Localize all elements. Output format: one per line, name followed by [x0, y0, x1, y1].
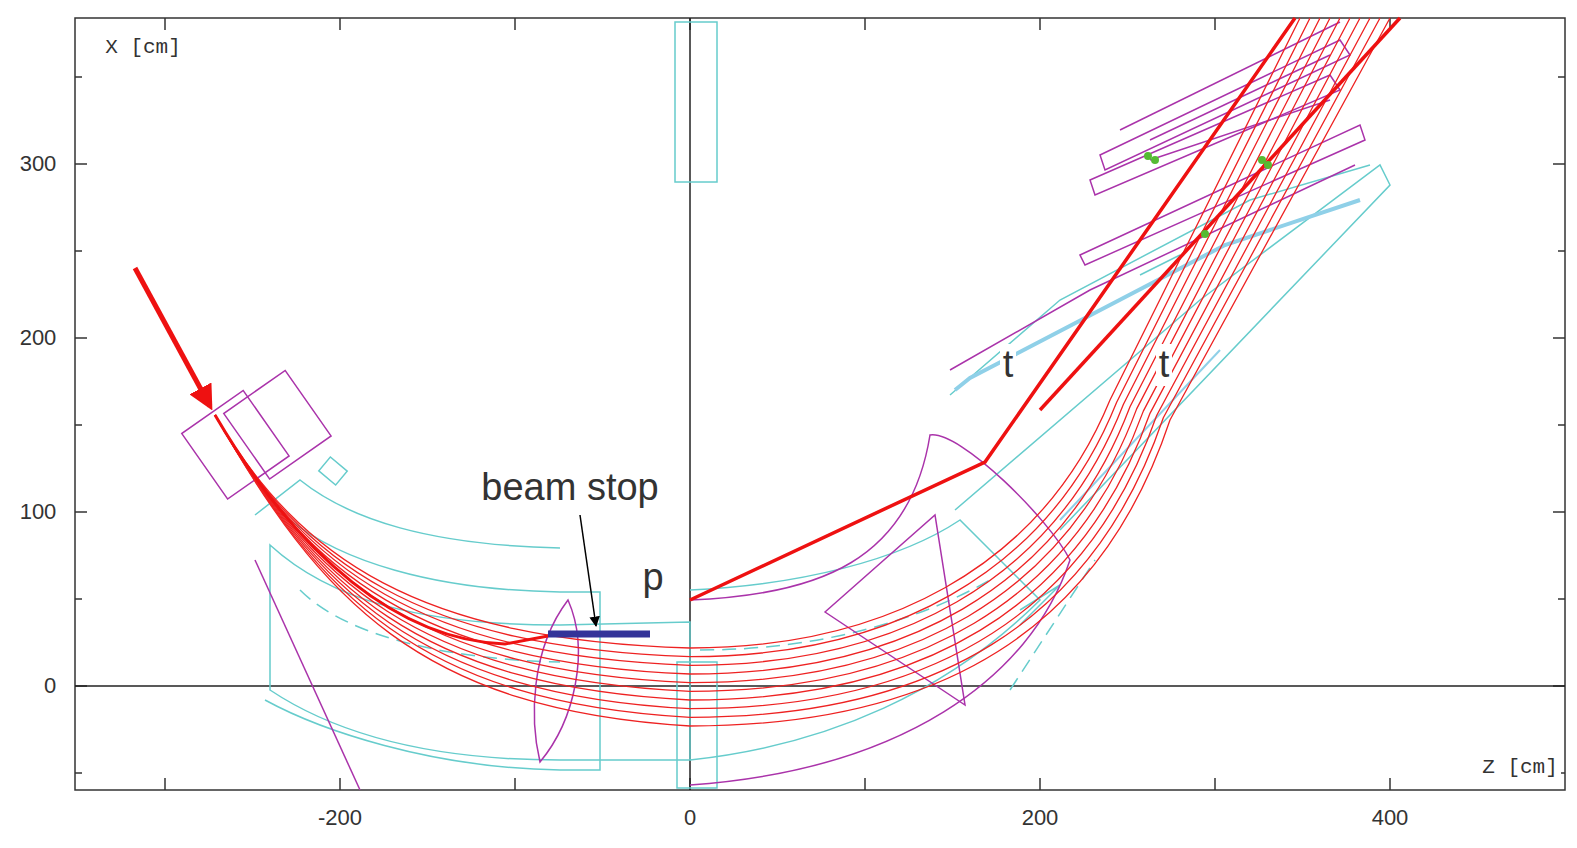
tick-label: 400 — [1372, 806, 1409, 830]
tick — [1214, 778, 1216, 790]
tick-label: 300 — [20, 152, 57, 176]
tick-label: 0 — [684, 806, 696, 830]
callout-label: beam stop — [481, 467, 658, 509]
tick-label: -200 — [318, 806, 362, 830]
tick — [75, 598, 82, 600]
z-axis-line — [75, 685, 1565, 687]
particle-label: t — [1000, 344, 1017, 386]
tick-label: 200 — [1022, 806, 1059, 830]
tick — [1558, 250, 1565, 252]
detector-plane — [955, 200, 1360, 390]
trajectory — [215, 18, 1330, 674]
tick — [1214, 18, 1216, 30]
hit-marker — [1144, 152, 1272, 238]
beam-stop-bar — [548, 631, 650, 638]
trajectory — [215, 18, 1320, 665]
beam-arrow — [135, 268, 210, 406]
tick — [75, 250, 82, 252]
tick — [1389, 778, 1391, 790]
tick — [514, 18, 516, 30]
element-outline — [182, 22, 1365, 790]
tick — [75, 337, 87, 339]
tick-label: 100 — [20, 500, 57, 524]
leader-arrow — [580, 515, 596, 626]
tick — [339, 778, 341, 790]
axis-title: X [cm] — [105, 36, 181, 59]
tick-label: 0 — [44, 674, 56, 698]
axis-title: Z [cm] — [1479, 756, 1561, 779]
trajectory — [215, 18, 1380, 717]
tick — [1553, 163, 1565, 165]
tick — [1553, 511, 1565, 513]
axis-ticks — [75, 18, 1565, 790]
tick — [75, 511, 87, 513]
tick — [1558, 424, 1565, 426]
plot-frame — [75, 18, 1565, 790]
tick-label: 200 — [20, 326, 57, 350]
trajectory — [215, 18, 1310, 657]
tick — [75, 772, 82, 774]
trajectory — [215, 18, 1300, 648]
tick — [514, 778, 516, 790]
tick — [339, 18, 341, 30]
trajectory — [215, 18, 1390, 726]
tick — [164, 778, 166, 790]
particle-label: t — [1156, 344, 1173, 386]
trajectory — [215, 18, 1370, 709]
trajectory — [215, 18, 1340, 683]
tick — [1558, 598, 1565, 600]
particle-label: p — [642, 557, 663, 599]
tick — [864, 18, 866, 30]
tick — [1558, 76, 1565, 78]
detector-plane — [1060, 350, 1220, 520]
trajectory — [215, 18, 1360, 700]
magnet-outline — [255, 22, 1390, 788]
stopped-track — [215, 415, 548, 644]
particle-track — [690, 18, 1295, 600]
tick — [864, 778, 866, 790]
tick — [1039, 778, 1041, 790]
trajectory — [215, 18, 1350, 691]
tick — [75, 163, 87, 165]
tick — [75, 424, 82, 426]
trajectory-fan — [215, 18, 1390, 726]
tick — [1553, 337, 1565, 339]
tick — [75, 76, 82, 78]
tick — [1039, 18, 1041, 30]
particle-track — [1040, 18, 1400, 410]
tick — [164, 18, 166, 30]
